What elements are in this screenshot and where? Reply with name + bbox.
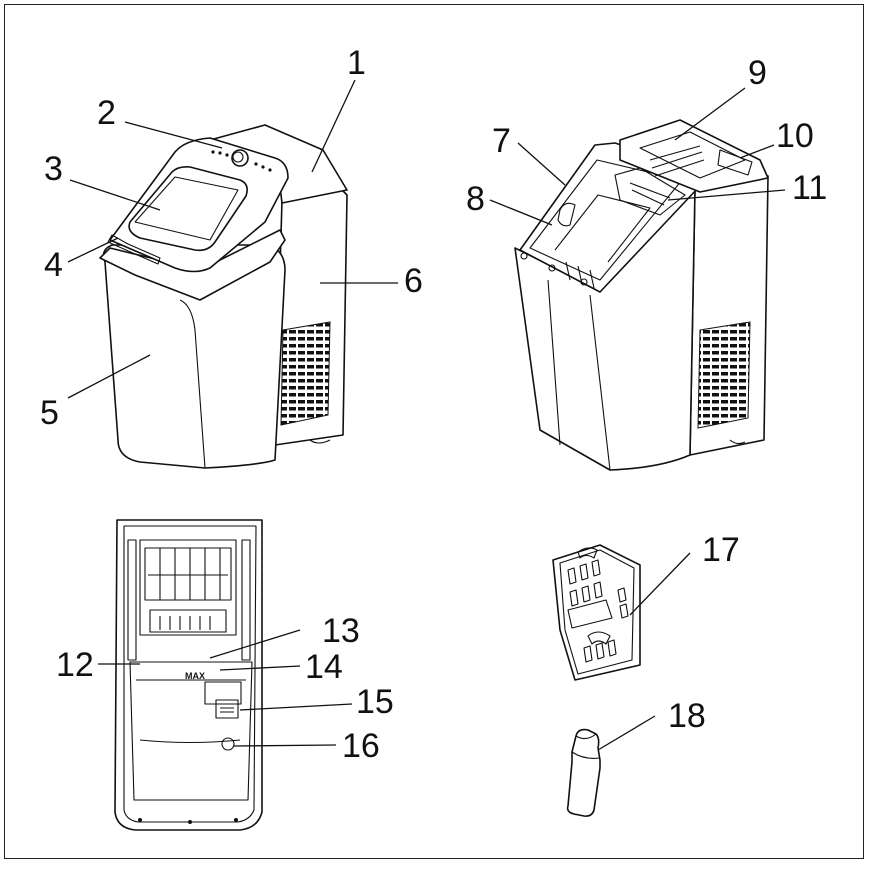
viewing-window-3: [128, 166, 248, 252]
callout-12: 12: [56, 646, 94, 684]
callout-14: 14: [305, 648, 343, 686]
ice-maker-open-view: [514, 119, 769, 471]
callout-1: 1: [347, 44, 366, 82]
callout-6: 6: [404, 262, 423, 300]
callout-13: 13: [322, 612, 360, 650]
ice-maker-closed-view: [99, 124, 348, 469]
callout-9: 9: [748, 54, 767, 92]
callout-17: 17: [702, 531, 740, 569]
diagram-frame: [4, 4, 864, 859]
callout-11: 11: [792, 169, 827, 207]
leader-lines: [67, 79, 786, 751]
ice-basket-accessory-17: [552, 544, 641, 681]
ice-shovel-11: [614, 167, 686, 216]
callout-numbers: 1 2 3 4 5 6 7 8 9 10 11 12 13 14 15 16 1…: [40, 44, 827, 765]
callout-4: 4: [44, 246, 63, 284]
callout-16: 16: [342, 727, 380, 765]
drain-plug-16: [221, 737, 235, 751]
callout-10: 10: [776, 117, 814, 155]
top-view-interior: MAX: [114, 519, 263, 831]
cleaning-tool-18: [566, 728, 601, 817]
front-body-5: [102, 244, 286, 469]
callout-18: 18: [668, 697, 706, 735]
control-panel-2: [211, 149, 272, 172]
max-marking: MAX: [185, 671, 205, 681]
callout-8: 8: [466, 180, 485, 218]
callout-3: 3: [44, 150, 63, 188]
callout-2: 2: [97, 94, 116, 132]
water-filter-15: [215, 699, 239, 719]
callout-7: 7: [492, 122, 511, 160]
callout-15: 15: [356, 683, 394, 721]
callout-5: 5: [40, 394, 59, 432]
